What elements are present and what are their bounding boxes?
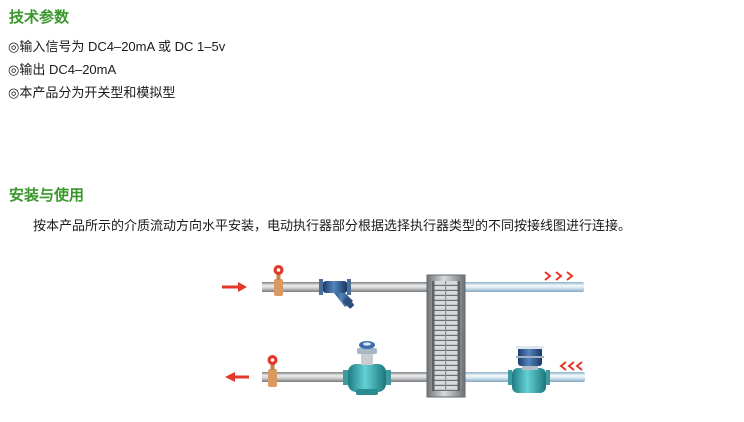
flow-chevrons-left-icon (559, 361, 583, 371)
flow-chevrons-right-icon (544, 271, 574, 281)
y-strainer-icon (319, 279, 354, 309)
upper-right-pipe (464, 282, 584, 292)
inflow-arrow-icon (222, 282, 247, 292)
spec-item-input-signal: ◎输入信号为 DC4–20mA 或 DC 1–5v (8, 39, 226, 54)
circulation-pump-icon (508, 346, 550, 393)
spec-item-output-signal: ◎输出 DC4–20mA (8, 62, 117, 77)
plate-heat-exchanger-icon (426, 274, 466, 398)
spec-list: ◎输入信号为 DC4–20mA 或 DC 1–5v ◎输出 DC4–20mA ◎… (8, 35, 225, 104)
outflow-arrow-icon (225, 372, 249, 382)
spec-item-product-type: ◎本产品分为开关型和模拟型 (8, 85, 176, 100)
piping-diagram (222, 265, 585, 398)
spec-section-title: 技术参数 (9, 9, 70, 26)
install-section-title: 安装与使用 (9, 187, 85, 204)
upper-ball-valve-icon (273, 265, 284, 296)
electric-control-valve-icon (343, 341, 391, 395)
install-instructions: 按本产品所示的介质流动方向水平安装，电动执行器部分根据选择执行器类型的不同按接线… (33, 218, 632, 233)
lower-ball-valve-icon (267, 355, 278, 387)
